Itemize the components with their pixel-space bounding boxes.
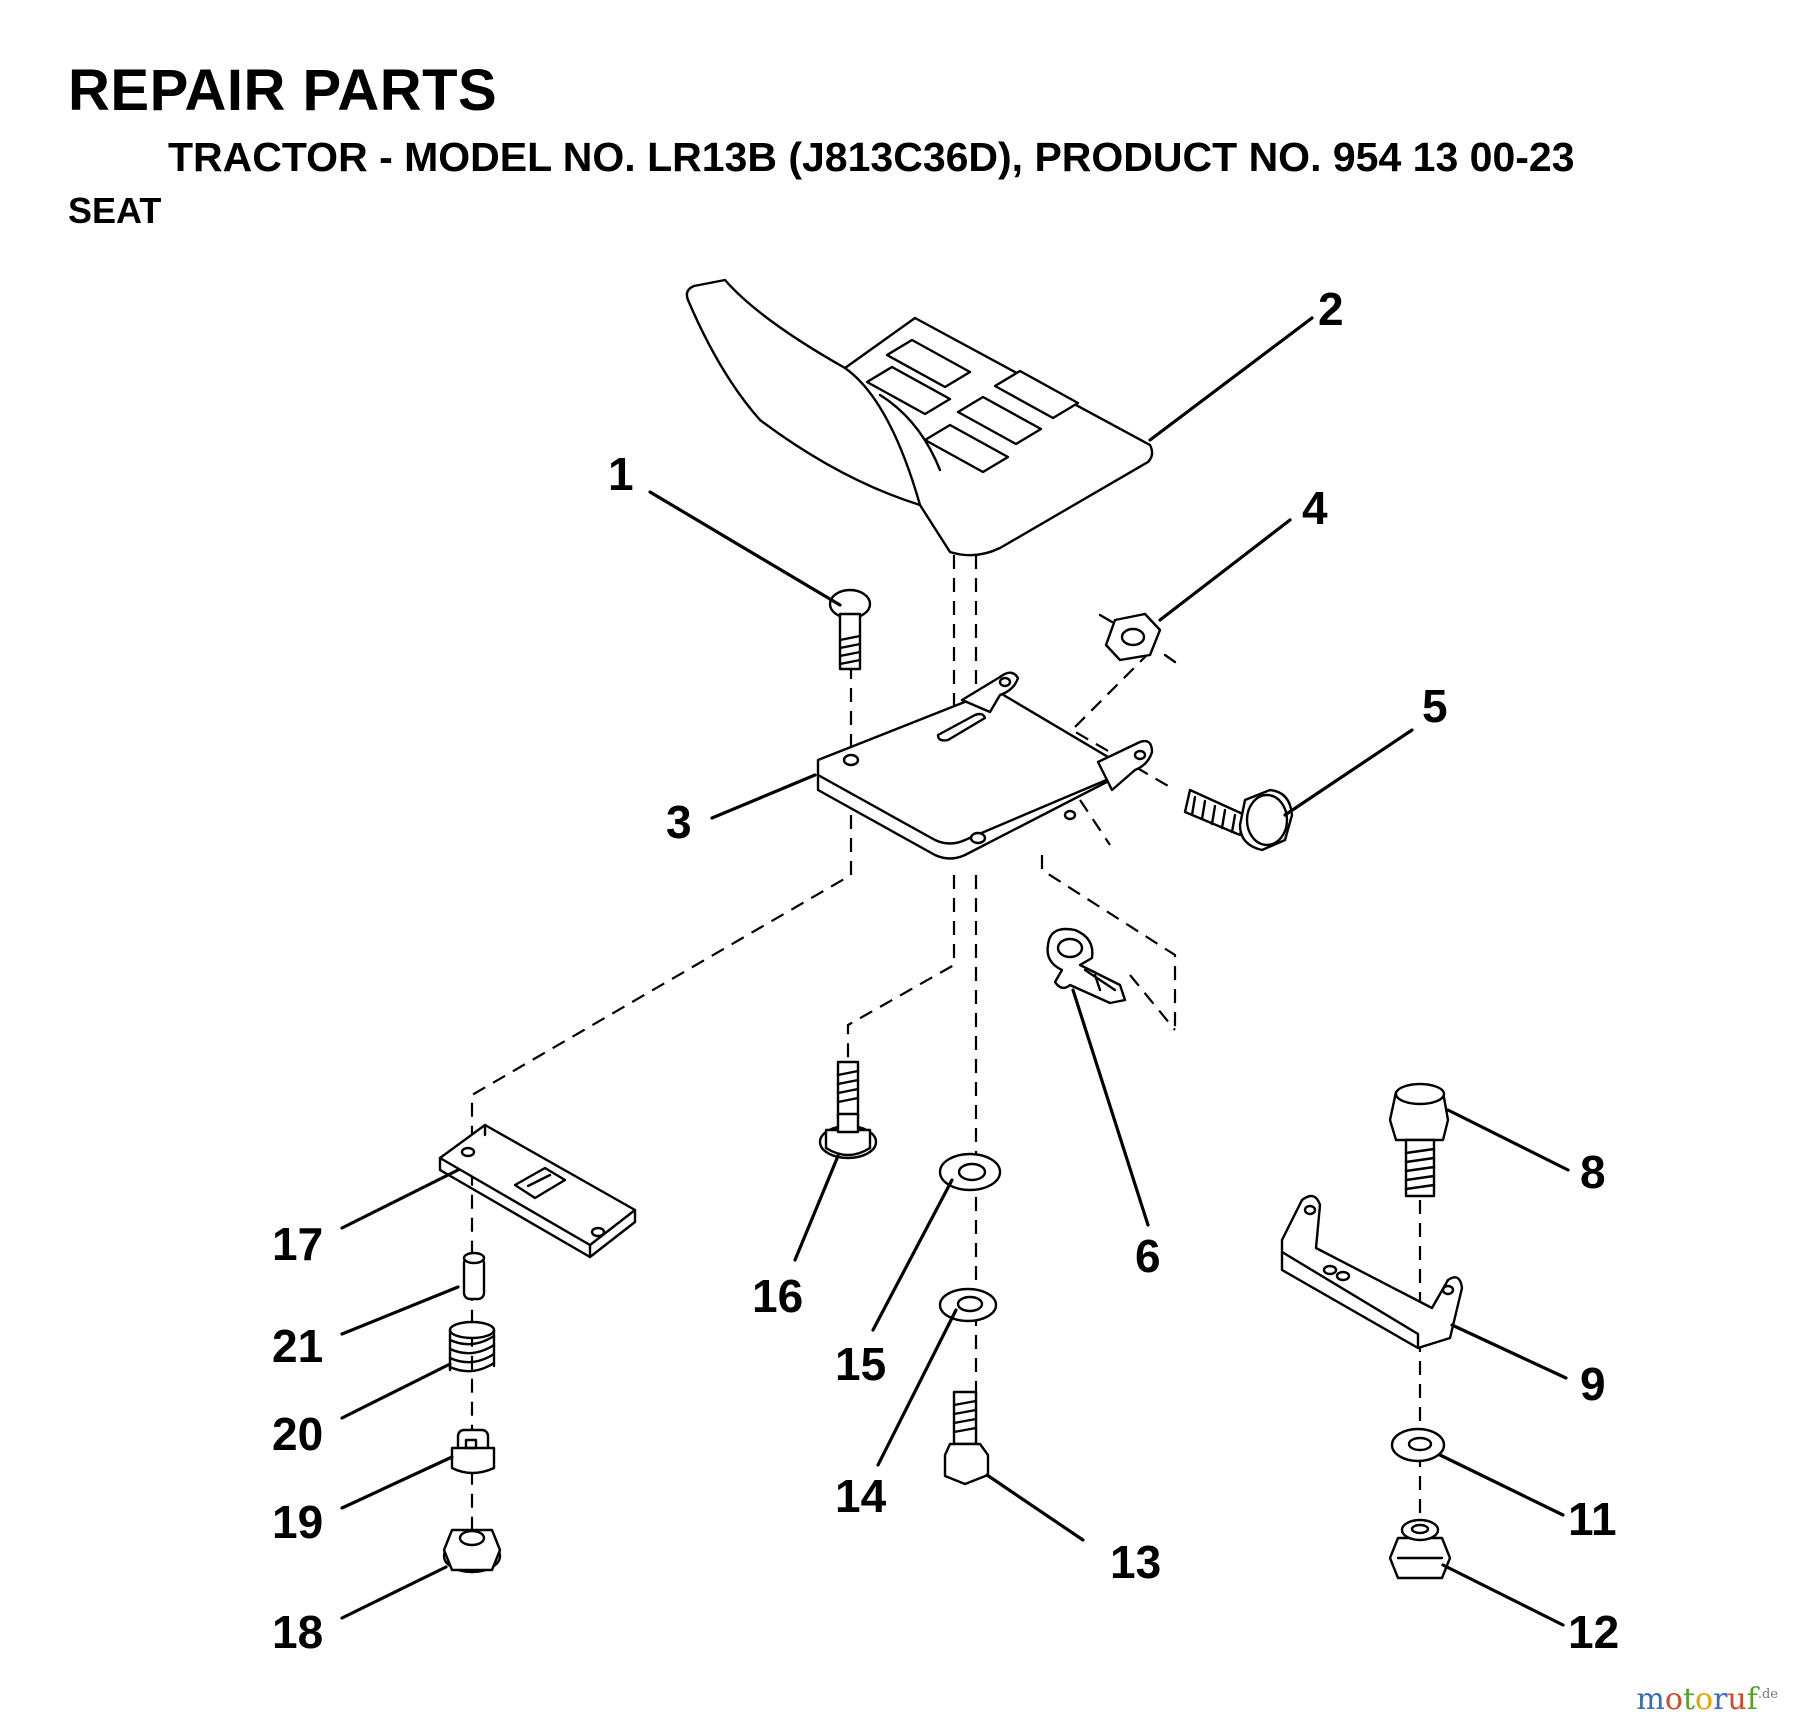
page-title: REPAIR PARTS bbox=[68, 58, 498, 123]
callout-1: 1 bbox=[608, 448, 634, 500]
pin-part-21 bbox=[462, 1251, 486, 1301]
washer-part-15 bbox=[938, 1152, 1002, 1192]
callout-11: 11 bbox=[1568, 1493, 1617, 1545]
section-label: SEAT bbox=[68, 190, 162, 231]
callout-9: 9 bbox=[1580, 1358, 1606, 1410]
callout-5: 5 bbox=[1422, 680, 1448, 732]
callout-numbers: 1 2 3 4 5 6 8 9 11 12 13 14 15 16 17 18 … bbox=[272, 283, 1619, 1658]
hex-bolt-part-8 bbox=[1388, 1082, 1450, 1198]
callout-16: 16 bbox=[752, 1270, 803, 1322]
callout-8: 8 bbox=[1580, 1146, 1606, 1198]
carriage-bolt-part-1 bbox=[828, 588, 872, 671]
washer-part-11 bbox=[1390, 1427, 1446, 1463]
leader-lines bbox=[340, 316, 1570, 1627]
lock-nut-part-12 bbox=[1388, 1518, 1452, 1580]
knob-part-19 bbox=[450, 1428, 496, 1475]
callout-3: 3 bbox=[666, 796, 692, 848]
callout-2: 2 bbox=[1318, 283, 1344, 335]
hex-bolt-part-13 bbox=[943, 1390, 990, 1486]
callout-6: 6 bbox=[1135, 1230, 1161, 1282]
model-subtitle: TRACTOR - MODEL NO. LR13B (J813C36D), PR… bbox=[168, 134, 1575, 180]
callout-20: 20 bbox=[272, 1408, 323, 1460]
switch-clip-part-6 bbox=[1046, 927, 1127, 1005]
callout-14: 14 bbox=[835, 1470, 887, 1522]
callout-18: 18 bbox=[272, 1606, 323, 1658]
callout-15: 15 bbox=[835, 1338, 886, 1390]
site-watermark: motoruf.de bbox=[1636, 1682, 1778, 1717]
assembly-lines bbox=[470, 555, 1422, 1560]
seat-part-2 bbox=[685, 278, 1154, 557]
flange-bolt-part-16 bbox=[818, 1060, 878, 1160]
seat-pan-part-3 bbox=[816, 671, 1154, 860]
callout-12: 12 bbox=[1568, 1606, 1619, 1658]
slide-rail-part-17 bbox=[438, 1123, 637, 1259]
seat-pad-cells bbox=[865, 338, 1080, 474]
bracket-part-9 bbox=[1280, 1194, 1464, 1350]
hex-bolt-part-5 bbox=[1183, 788, 1294, 852]
callout-21: 21 bbox=[272, 1320, 323, 1372]
callout-4: 4 bbox=[1302, 482, 1328, 534]
callout-17: 17 bbox=[272, 1218, 323, 1270]
callout-13: 13 bbox=[1110, 1536, 1161, 1588]
washer-part-14 bbox=[938, 1287, 998, 1323]
hex-nut-part-4 bbox=[1098, 612, 1177, 664]
flange-nut-part-18 bbox=[442, 1528, 502, 1574]
callout-19: 19 bbox=[272, 1496, 323, 1548]
